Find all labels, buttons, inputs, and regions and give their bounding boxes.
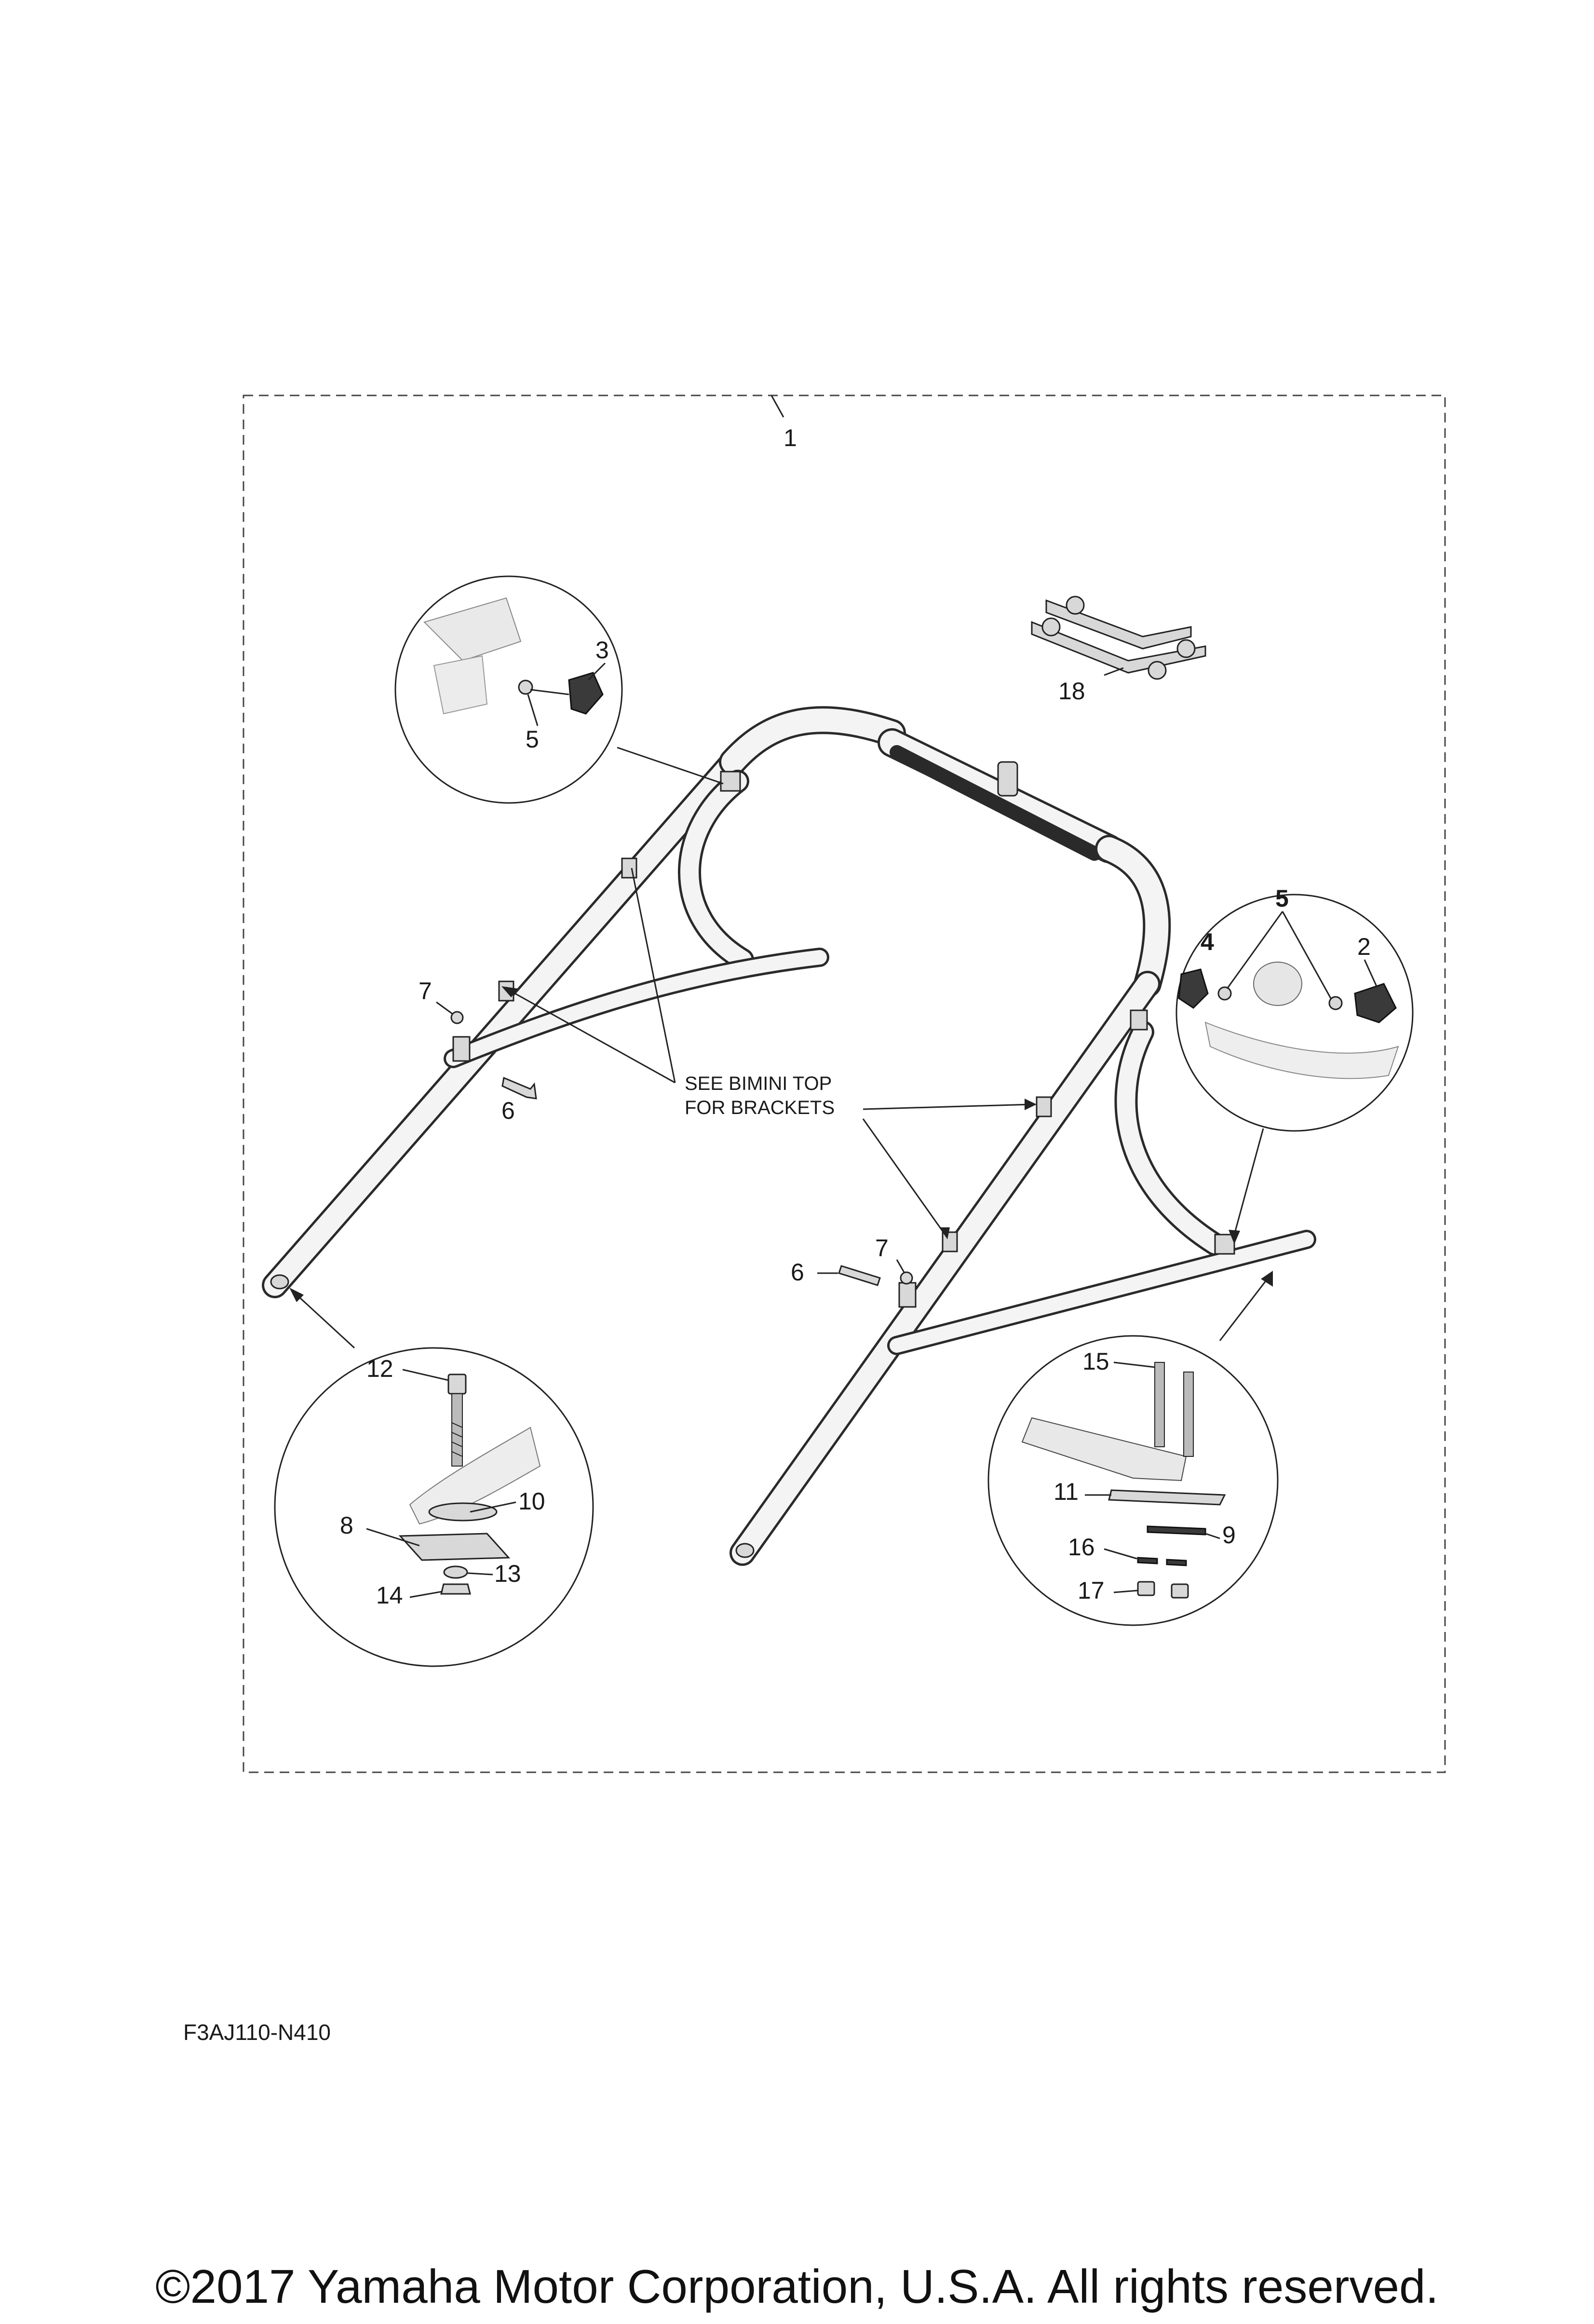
detail-base-lower-right <box>987 1271 1279 1626</box>
label-part-8: 8 <box>340 1512 353 1539</box>
label-part-6b: 6 <box>791 1259 804 1286</box>
label-part-1: 1 <box>783 424 797 451</box>
detail-knob-upper-left <box>394 575 724 804</box>
label-part-4: 4 <box>1201 928 1214 955</box>
label-part-5b: 5 <box>1275 885 1289 912</box>
label-part-10: 10 <box>518 1488 545 1515</box>
label-part-11: 11 <box>1054 1478 1079 1505</box>
bracket-part-18 <box>1031 596 1206 680</box>
label-part-3: 3 <box>595 637 609 664</box>
label-part-9: 9 <box>1222 1522 1236 1549</box>
label-part-18: 18 <box>1058 678 1085 705</box>
assembly-boundary <box>243 394 1446 1773</box>
label-part-13: 13 <box>494 1560 521 1587</box>
label-part-16: 16 <box>1068 1534 1095 1561</box>
tower-frame <box>262 706 1316 1566</box>
detail-base-lower-left <box>274 1288 594 1667</box>
diagram-code: F3AJ110-N410 <box>183 2020 331 2045</box>
label-part-12: 12 <box>366 1355 393 1382</box>
note-leader-lines <box>501 868 1037 1239</box>
part-labels: 1 3 5 18 5 4 2 7 6 7 6 12 10 8 13 14 15 … <box>340 424 1378 1609</box>
copyright-footer: ©2017 Yamaha Motor Corporation, U.S.A. A… <box>155 2260 1438 2313</box>
label-part-5a: 5 <box>526 726 539 753</box>
note-line-1: SEE BIMINI TOP <box>685 1073 832 1094</box>
label-part-6a: 6 <box>501 1097 515 1124</box>
loose-hardware <box>436 1001 913 1286</box>
label-part-17: 17 <box>1078 1577 1105 1604</box>
label-part-2: 2 <box>1357 933 1371 960</box>
detail-knob-right <box>1175 894 1414 1244</box>
label-part-7a: 7 <box>419 978 432 1005</box>
label-part-14: 14 <box>376 1582 403 1609</box>
label-part-7b: 7 <box>875 1235 889 1262</box>
label-part-15: 15 <box>1082 1348 1109 1375</box>
note-line-2: FOR BRACKETS <box>685 1097 835 1118</box>
